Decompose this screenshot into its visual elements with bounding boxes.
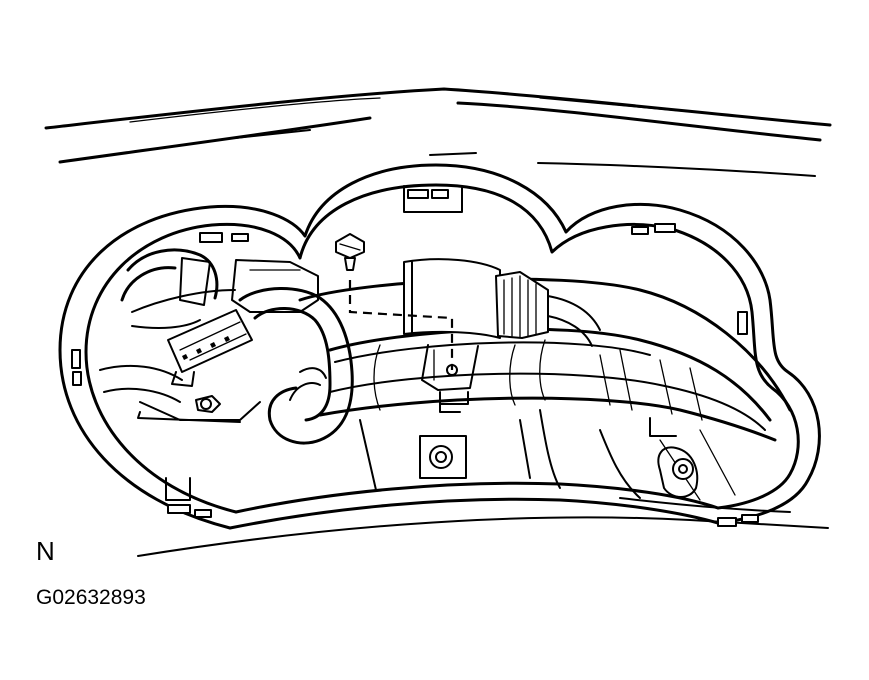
- bolt-hole-right: [657, 446, 699, 498]
- harness-connector: [167, 309, 253, 387]
- meter-body: [298, 277, 792, 442]
- view-label: N: [36, 536, 55, 566]
- dashboard-top-contour: [44, 87, 832, 177]
- wire-harness-left: [99, 248, 354, 445]
- figure-code: G02632893: [36, 586, 146, 609]
- bolt-hole-center: [419, 435, 467, 479]
- dashed-leader-lines: [348, 280, 454, 370]
- meter-connector: [403, 258, 601, 347]
- mounting-clips: [71, 185, 759, 527]
- meter-housing: [58, 163, 829, 557]
- screw: [335, 233, 365, 271]
- dashboard-bottom-edge: [619, 497, 791, 513]
- small-fasteners: [200, 397, 461, 413]
